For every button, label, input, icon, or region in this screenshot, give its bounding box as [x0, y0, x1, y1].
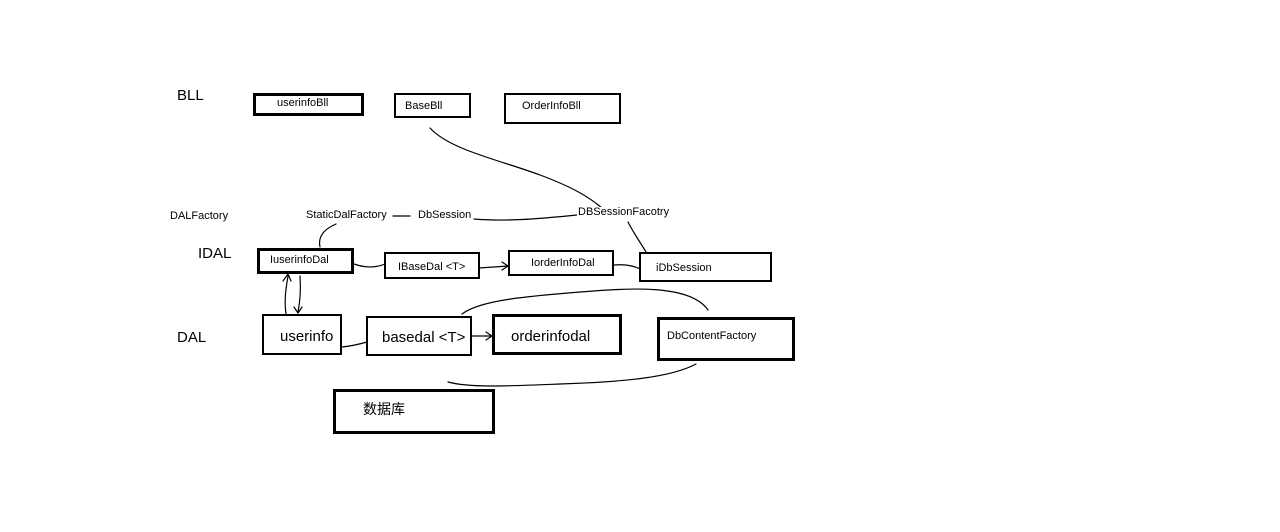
iuserinfodal-to-ibasedal-line [353, 263, 386, 268]
dbcontentfactory-to-database-line [447, 363, 697, 387]
dbsession-label: DbSession [417, 209, 473, 221]
userinfo-dal-box: userinfo [262, 314, 342, 355]
dbsession-to-dbsessionfactory-line [473, 214, 578, 221]
idbsession-box: iDbSession [639, 252, 772, 282]
iuserinfodal-to-userinfo-down-line [297, 275, 301, 313]
database-box: 数据库 [333, 389, 495, 434]
layer-label-dal: DAL [177, 329, 207, 346]
userinfobll-label: userinfoBll [277, 97, 329, 109]
orderinfodal-label: orderinfodal [511, 328, 591, 345]
orderinfobll-label: OrderInfoBll [522, 100, 581, 112]
basedal-label: basedal <T> [382, 329, 466, 346]
userinfobll-box: userinfoBll [253, 93, 364, 116]
dbcontentfactory-label: DbContentFactory [667, 330, 757, 342]
database-label: 数据库 [363, 402, 405, 418]
userinfo-to-iuserinfodal-up-arrowhead [282, 273, 292, 282]
dbsessionfactory-to-idbsession-line [627, 221, 647, 253]
basebll-box: BaseBll [394, 93, 471, 118]
dbcontentfactory-box: DbContentFactory [657, 317, 795, 361]
layer-label-bll: BLL [177, 87, 204, 104]
basebll-to-dbsessionfactory-line [429, 127, 603, 209]
basedal-box: basedal <T> [366, 316, 472, 356]
dbsessionfactory-label: DBSessionFacotry [577, 206, 671, 218]
orderinfobll-box: OrderInfoBll [504, 93, 621, 124]
iuserinfodal-box: IuserinfoDal [257, 248, 354, 274]
ibasedal-label: IBaseDal <T> [398, 261, 466, 273]
layer-label-idal: IDAL [198, 245, 232, 262]
iorderinfodal-to-idbsession-line [613, 264, 643, 271]
iorderinfodal-box: IorderInfoDal [508, 250, 614, 276]
idbsession-label: iDbSession [656, 262, 712, 274]
userinfo-dal-label: userinfo [280, 328, 334, 345]
userinfo-to-basedal-line [341, 341, 368, 348]
ibasedal-to-iorderinfodal-line [478, 265, 509, 269]
iuserinfodal-label: IuserinfoDal [270, 254, 329, 266]
layer-label-dalfactory: DALFactory [170, 210, 229, 222]
iuserinfodal-to-staticfactory-line [318, 223, 337, 248]
orderinfodal-box: orderinfodal [492, 314, 622, 355]
iorderinfodal-label: IorderInfoDal [531, 257, 595, 269]
iuserinfodal-to-userinfo-down-arrowhead [293, 306, 303, 314]
staticdalfactory-label: StaticDalFactory [305, 209, 388, 221]
basebll-label: BaseBll [405, 100, 443, 112]
ibasedal-box: IBaseDal <T> [384, 252, 480, 279]
userinfo-to-iuserinfodal-up-line [284, 275, 289, 315]
basedal-to-dbcontentfactory-line [461, 288, 709, 315]
